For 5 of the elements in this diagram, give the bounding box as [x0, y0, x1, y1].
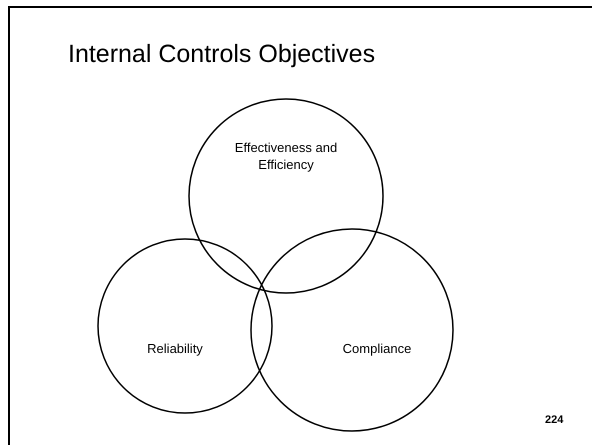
circle-label: Effectiveness and Efficiency [234, 139, 338, 173]
circle-label: Reliability [146, 340, 204, 356]
page-number: 224 [545, 414, 564, 426]
title: Internal Controls Objectives [68, 40, 376, 69]
circle-label: Compliance [342, 340, 412, 356]
